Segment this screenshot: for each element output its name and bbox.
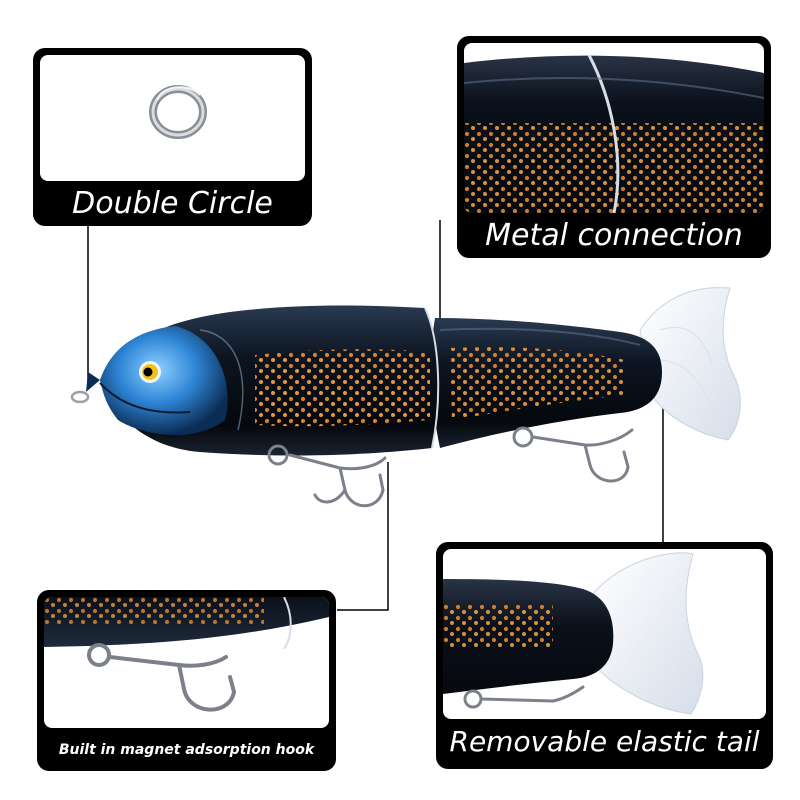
callout-tail-label: Removable elastic tail (449, 725, 760, 758)
lure-tail (639, 287, 741, 441)
treble-hook-icon (267, 444, 387, 508)
joint-closeup-image (464, 54, 764, 213)
callout-ring: Double Circle (33, 48, 312, 226)
tail-closeup-image (443, 552, 704, 715)
lure-front-section (86, 305, 439, 456)
split-ring-icon (70, 390, 90, 404)
callout-tail: Removable elastic tail (436, 542, 773, 769)
lure-joint (424, 307, 440, 449)
callout-joint-label: Metal connection (485, 218, 743, 253)
split-ring-icon (149, 85, 207, 139)
callout-joint: Metal connection (457, 36, 771, 258)
callout-hook: Built in magnet adsorption hook (37, 590, 336, 771)
callout-hook-label: Built in magnet adsorption hook (58, 742, 315, 758)
hook-closeup-image (44, 597, 329, 712)
callout-ring-label: Double Circle (72, 186, 273, 221)
lure-rear-section (430, 318, 662, 448)
treble-hook-icon (512, 426, 634, 483)
